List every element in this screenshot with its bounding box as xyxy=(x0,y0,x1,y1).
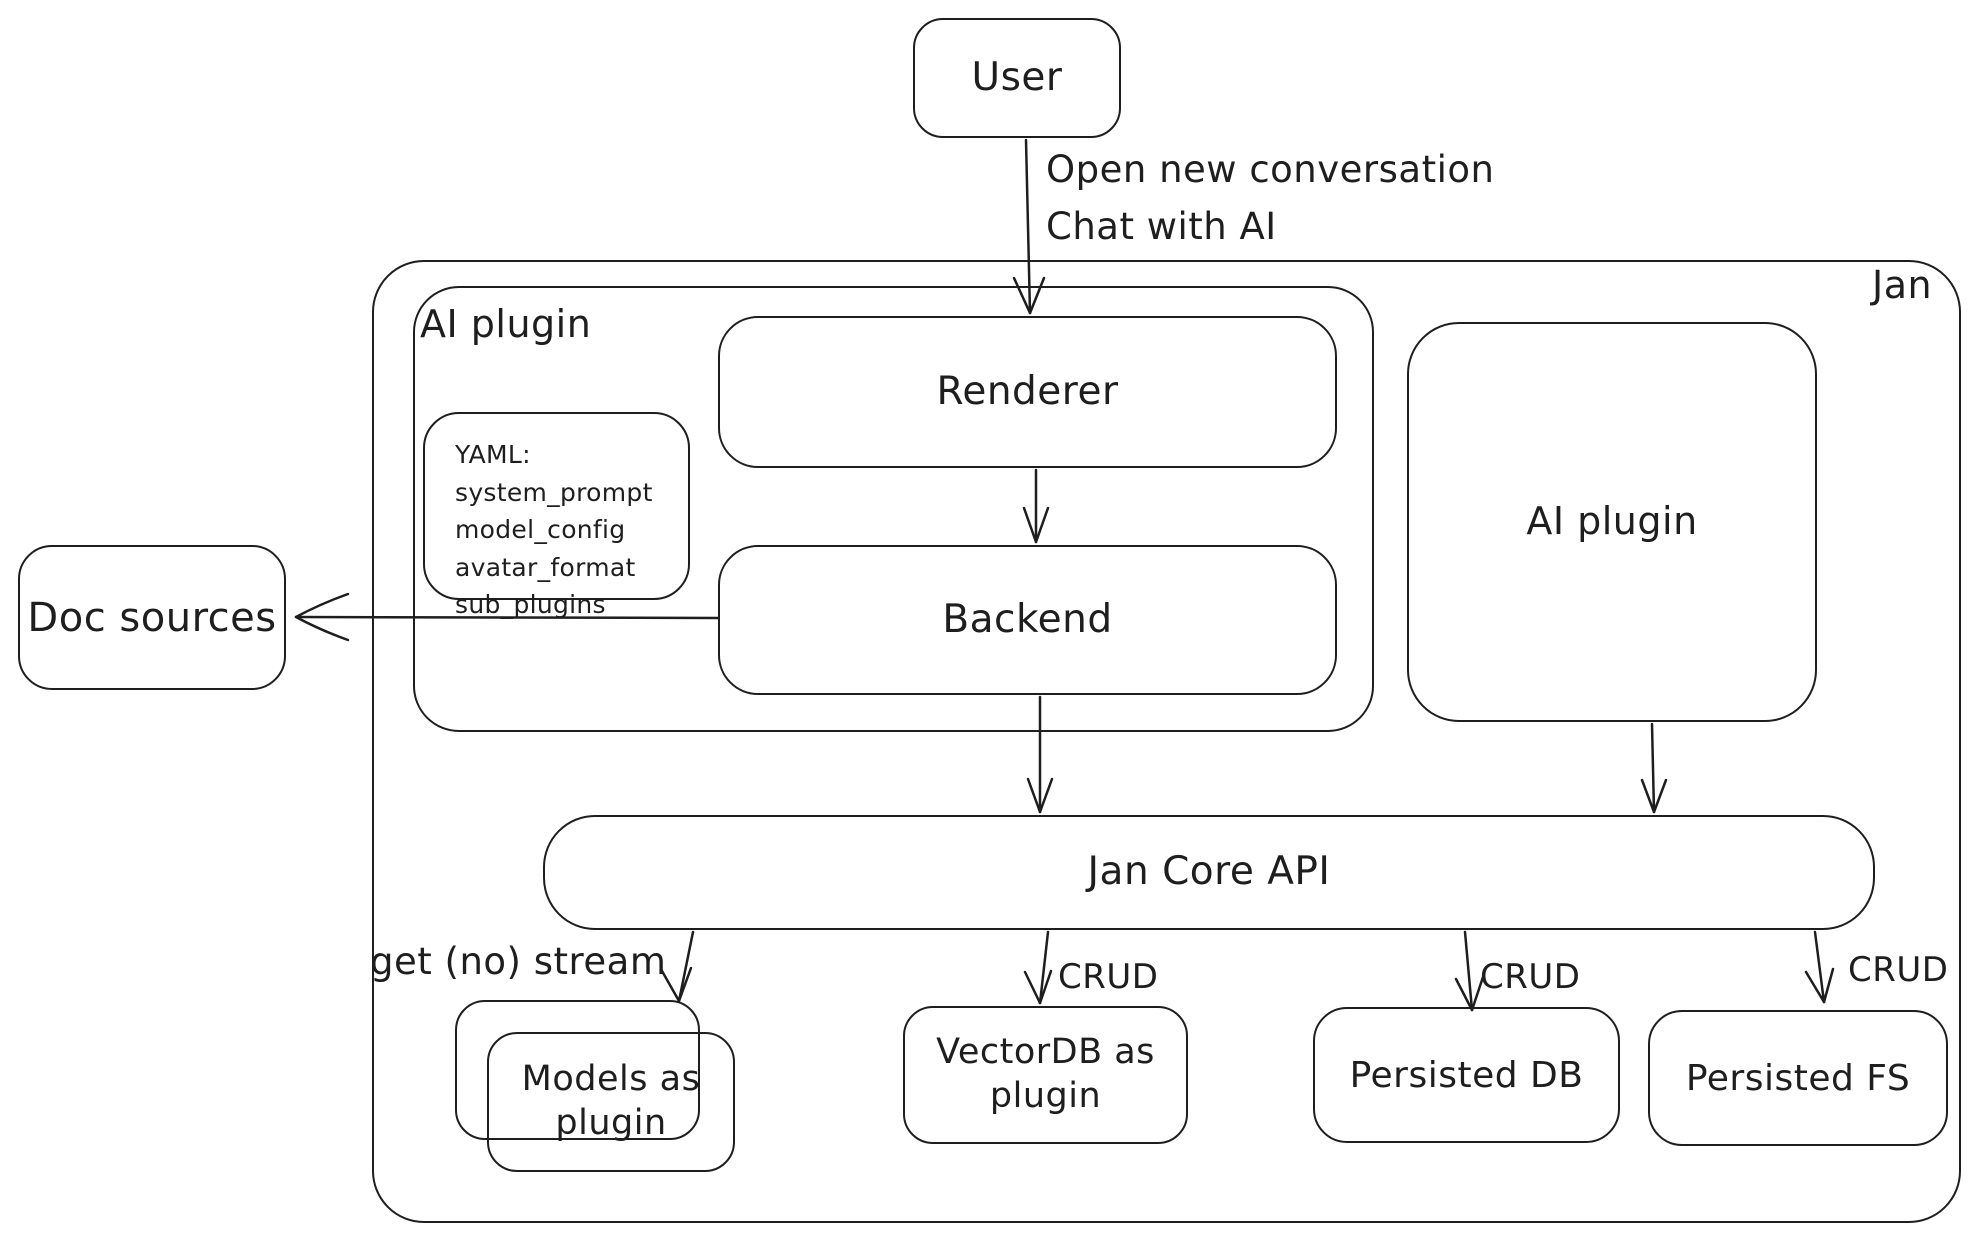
backend-node: Backend xyxy=(718,545,1337,695)
persisted-db-node-label: Persisted DB xyxy=(1349,1054,1584,1096)
edge-label-crud-vectordb: CRUD xyxy=(1058,957,1159,997)
ai-plugin-right-node: AI plugin xyxy=(1407,322,1817,722)
yaml-line: avatar_format xyxy=(455,552,636,582)
ai-plugin-container xyxy=(413,286,1374,732)
edge-label-line: Chat with AI xyxy=(1046,205,1277,248)
edge-label-get-no-stream: get (no) stream xyxy=(370,940,667,983)
vectordb-as-plugin-node-label: VectorDB as plugin xyxy=(936,1032,1155,1116)
persisted-fs-node-label: Persisted FS xyxy=(1685,1057,1911,1099)
persisted-db-node: Persisted DB xyxy=(1313,1007,1620,1143)
renderer-node-label: Renderer xyxy=(936,368,1119,414)
yaml-line: YAML: xyxy=(455,440,531,469)
jan-core-api-node-label: Jan Core API xyxy=(1087,849,1331,895)
jan-core-api-node: Jan Core API xyxy=(543,815,1875,930)
doc-sources-node-label: Doc sources xyxy=(27,594,277,641)
yaml-line: sub_plugins xyxy=(455,590,606,619)
user-node-label: User xyxy=(971,54,1063,100)
models-as-plugin-node: Models as plugin xyxy=(487,1032,735,1172)
vectordb-as-plugin-node: VectorDB as plugin xyxy=(903,1006,1188,1144)
edge-label-line: Open new conversation xyxy=(1046,148,1495,191)
ai-plugin-container-label: AI plugin xyxy=(420,302,592,346)
doc-sources-node: Doc sources xyxy=(18,545,286,690)
models-as-plugin-node-label: Models as plugin xyxy=(521,1059,701,1143)
yaml-line: system_prompt xyxy=(455,477,653,507)
renderer-node: Renderer xyxy=(718,316,1337,468)
jan-outer-container xyxy=(372,260,1961,1223)
user-node: User xyxy=(913,18,1121,138)
edge-label-crud-persisted-fs: CRUD xyxy=(1848,950,1949,990)
jan-container-label: Jan xyxy=(1872,263,1933,307)
models-as-plugin-back-box xyxy=(455,1000,700,1140)
edge-label-open-new-conversation: Open new conversation Chat with AI xyxy=(1046,148,1494,248)
persisted-fs-node: Persisted FS xyxy=(1648,1010,1948,1146)
yaml-note: YAML: system_prompt model_config avatar_… xyxy=(423,412,690,619)
edge-label-crud-persisted-db: CRUD xyxy=(1480,957,1581,997)
ai-plugin-right-node-label: AI plugin xyxy=(1526,499,1698,544)
backend-node-label: Backend xyxy=(942,596,1113,642)
yaml-line: model_config xyxy=(455,515,626,544)
